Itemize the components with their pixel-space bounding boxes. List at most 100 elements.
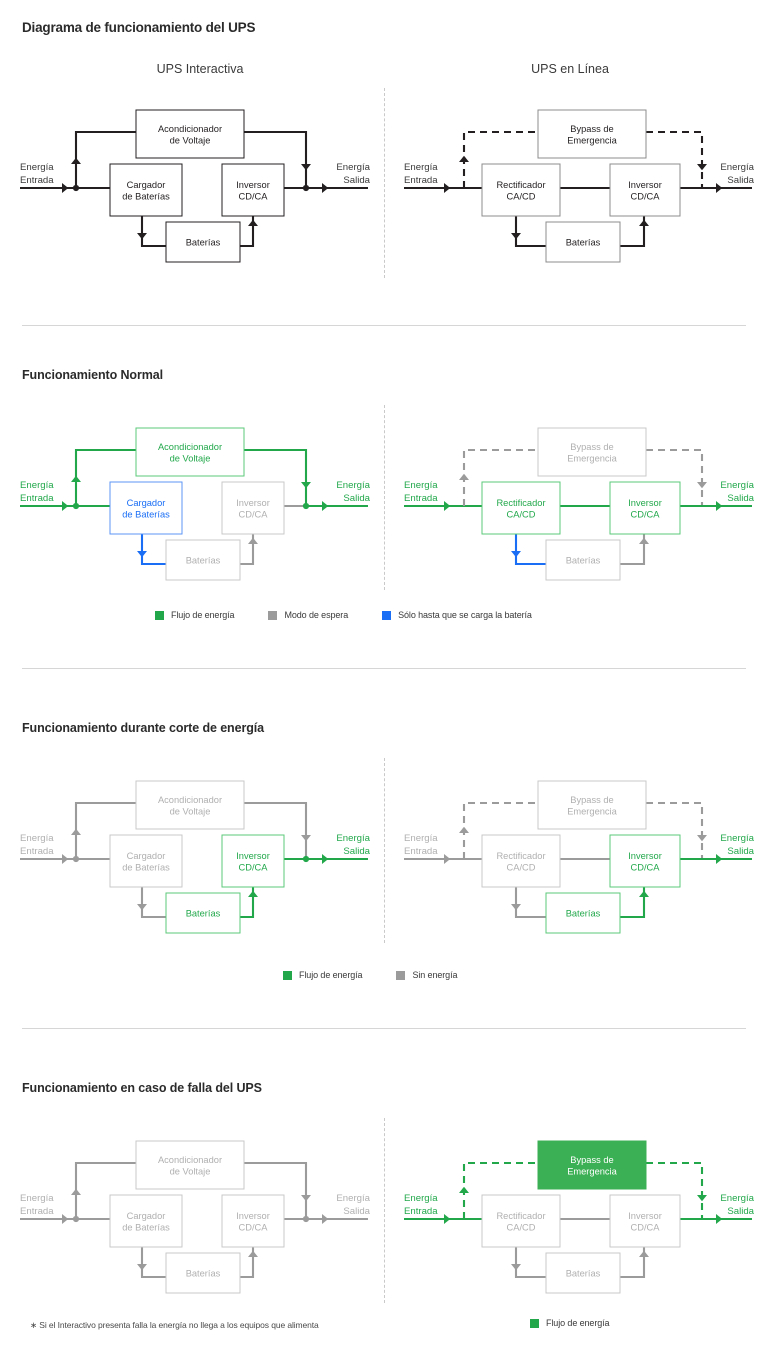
block-inverter-label: Inversor	[236, 498, 270, 508]
block-batteries	[545, 892, 621, 934]
output-label: Salida	[727, 1206, 754, 1217]
batteries-to-inverter-line	[620, 1247, 646, 1279]
batteries-arrow-head	[248, 1250, 258, 1257]
legend-label: Flujo de energía	[546, 1318, 610, 1328]
bypass-output-arrow-head	[697, 164, 707, 171]
bypass-output-line	[646, 130, 704, 188]
charger-arrow-head	[137, 233, 147, 240]
output-label: Salida	[343, 846, 370, 857]
charger-to-batteries-line	[140, 534, 166, 566]
rectifier-to-batteries-line	[514, 534, 546, 566]
block-inverter	[221, 834, 285, 888]
bypass-output-line	[646, 448, 704, 506]
block-inverter-label: CD/CA	[239, 191, 269, 201]
block-inverter	[609, 1194, 681, 1248]
legend-item: Flujo de energía	[155, 610, 235, 620]
block-inverter-label: Inversor	[628, 1211, 662, 1221]
batteries-to-inverter-line	[620, 216, 646, 248]
charger-arrow-head	[137, 904, 147, 911]
block-bypass	[537, 109, 647, 159]
conditioner-arrow-head	[301, 164, 311, 171]
block-charger-label: de Baterías	[122, 509, 170, 519]
block-batteries	[545, 539, 621, 581]
bypass-output-arrow-head	[697, 1195, 707, 1202]
input-label: Energía	[404, 162, 438, 173]
legend-failure: Flujo de energía	[530, 1318, 643, 1328]
block-inverter	[221, 1194, 285, 1248]
block-charger	[109, 163, 183, 217]
output-label: Salida	[727, 846, 754, 857]
output-arrow-head	[716, 501, 723, 511]
bypass-output-arrow-head	[697, 482, 707, 489]
block-charger	[109, 1194, 183, 1248]
block-inverter-label: CD/CA	[631, 862, 661, 872]
legend-swatch	[155, 610, 164, 620]
charger-arrow-head	[137, 1264, 147, 1271]
batteries-arrow-head	[639, 890, 649, 897]
block-rectifier	[481, 1194, 561, 1248]
legend-item: Sin energía	[396, 970, 457, 980]
conditioner-arrow-head	[301, 482, 311, 489]
block-bypass	[537, 780, 647, 830]
column-header-right: UPS en Línea	[531, 62, 609, 76]
input-label: Energía	[404, 833, 438, 844]
rectifier-arrow-head	[511, 233, 521, 240]
block-bypass	[537, 1140, 647, 1190]
section-title-outage: Funcionamiento durante corte de energía	[22, 721, 264, 735]
bypass-output-line	[646, 1161, 704, 1219]
batteries-to-inverter-line	[240, 216, 255, 248]
block-charger-label: de Baterías	[122, 862, 170, 872]
riser-to-conditioner	[74, 448, 136, 506]
input-label: Energía	[404, 480, 438, 491]
bypass-input-line	[462, 448, 538, 506]
block-rectifier-label: CA/CD	[507, 862, 536, 872]
bypass-input-arrow-head	[459, 826, 469, 833]
input-label: Energía	[20, 480, 54, 491]
legend-label: Flujo de energía	[299, 970, 363, 980]
block-charger-label: de Baterías	[122, 1222, 170, 1232]
block-rectifier-label: Rectificador	[496, 498, 545, 508]
block-bypass-label: Emergencia	[567, 453, 617, 463]
legend-label: Sin energía	[412, 970, 458, 980]
riser-arrow-head	[71, 157, 81, 164]
bypass-input-arrow-head	[459, 473, 469, 480]
legend-item: Sólo hasta que se carga la batería	[382, 610, 532, 620]
block-conditioner	[135, 109, 245, 159]
input-label: Energía	[20, 833, 54, 844]
batteries-arrow-head	[248, 537, 258, 544]
rectifier-arrow-head	[511, 551, 521, 558]
block-bypass	[537, 427, 647, 477]
block-rectifier-label: Rectificador	[496, 180, 545, 190]
output-arrow-head	[716, 183, 723, 193]
junction-dot-left	[72, 1215, 80, 1223]
input-arrow-head	[62, 854, 69, 864]
rectifier-to-batteries-line	[514, 1247, 546, 1279]
output-arrow-head	[322, 854, 329, 864]
batteries-to-inverter-line	[240, 1247, 255, 1279]
column-header-left: UPS Interactiva	[156, 62, 244, 76]
input-label: Entrada	[404, 846, 438, 857]
block-inverter	[221, 163, 285, 217]
output-arrow-head	[322, 183, 329, 193]
block-inverter-label: Inversor	[628, 851, 662, 861]
rectifier-to-batteries-line	[514, 887, 546, 919]
input-label: Entrada	[20, 175, 54, 186]
rectifier-arrow-head	[511, 1264, 521, 1271]
batteries-arrow-head	[248, 219, 258, 226]
junction-dot-right	[302, 1215, 310, 1223]
legend-swatch	[530, 1318, 539, 1328]
output-label: Energía	[336, 162, 370, 173]
bypass-input-line	[462, 801, 538, 859]
junction-dot-right	[302, 855, 310, 863]
block-batteries-label: Baterías	[186, 909, 221, 919]
input-arrow-head	[62, 501, 69, 511]
legend-item: Modo de espera	[268, 610, 348, 620]
section-vertical-separator	[384, 88, 385, 278]
legend-swatch	[396, 970, 406, 980]
section-vertical-separator	[384, 405, 385, 590]
bypass-input-arrow-head	[459, 155, 469, 162]
